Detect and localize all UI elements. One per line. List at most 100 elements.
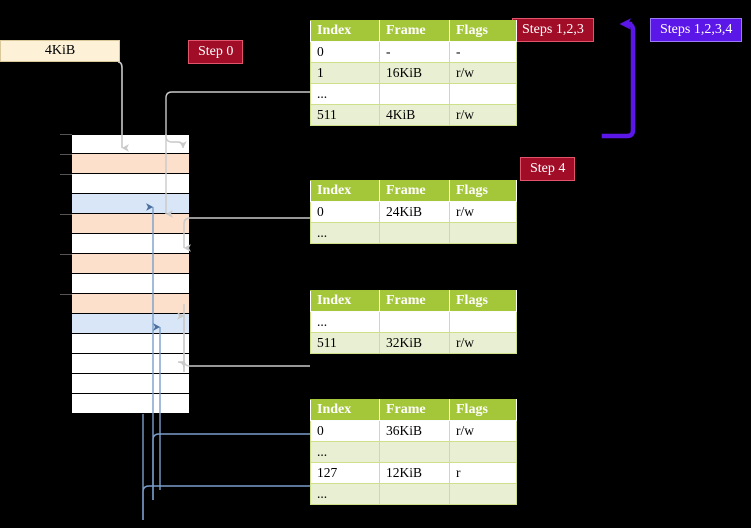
memory-frame — [71, 154, 190, 174]
cell-flags — [449, 483, 517, 505]
cell-flags — [449, 311, 517, 333]
table-row: ... — [310, 311, 517, 333]
cell-flags — [449, 441, 517, 463]
cell-index: ... — [310, 222, 380, 244]
table-row: ... — [310, 483, 517, 505]
memory-frame — [71, 354, 190, 374]
cell-frame — [379, 83, 450, 105]
table-row: ... — [310, 222, 517, 244]
size-label-box: 4KiB — [0, 40, 120, 62]
column-header-flags: Flags — [449, 20, 517, 42]
frame-tick — [60, 214, 72, 215]
physical-memory-column — [71, 134, 190, 414]
cell-flags: r/w — [449, 201, 517, 223]
column-header-frame: Frame — [379, 180, 450, 202]
column-header-index: Index — [310, 20, 380, 42]
memory-frame — [71, 134, 190, 154]
frame-tick — [60, 154, 72, 155]
column-header-frame: Frame — [379, 399, 450, 421]
cell-flags: r — [449, 462, 517, 484]
cell-flags — [449, 83, 517, 105]
frame-tick — [60, 174, 72, 175]
cell-flags: r/w — [449, 332, 517, 354]
column-header-frame: Frame — [379, 20, 450, 42]
memory-frame — [71, 374, 190, 394]
badge-steps-1-2-3-4: Steps 1,2,3,4 — [650, 18, 743, 42]
wire-purple-bracket — [601, 18, 636, 139]
memory-frame — [71, 194, 190, 214]
cell-flags: r/w — [449, 62, 517, 84]
cell-index: ... — [310, 483, 380, 505]
memory-frame — [71, 234, 190, 254]
cell-index: ... — [310, 311, 380, 333]
wire-blue-down-right — [142, 485, 310, 520]
cell-index: ... — [310, 83, 380, 105]
frame-tick — [60, 134, 72, 135]
column-header-flags: Flags — [449, 290, 517, 312]
cell-frame — [379, 222, 450, 244]
table-header-row: Index Frame Flags — [310, 290, 517, 312]
cell-frame: 24KiB — [379, 201, 450, 223]
column-header-flags: Flags — [449, 399, 517, 421]
cell-frame — [379, 441, 450, 463]
cell-frame: 16KiB — [379, 62, 450, 84]
memory-frame — [71, 274, 190, 294]
cell-flags: r/w — [449, 420, 517, 442]
cell-index: 0 — [310, 41, 380, 63]
cell-frame: 4KiB — [379, 104, 450, 126]
table-header-row: Index Frame Flags — [310, 180, 517, 202]
column-header-frame: Frame — [379, 290, 450, 312]
memory-frame — [71, 394, 190, 414]
cell-frame: 36KiB — [379, 420, 450, 442]
memory-frame — [71, 314, 190, 334]
table-row: ... — [310, 441, 517, 463]
cell-frame: 12KiB — [379, 462, 450, 484]
table-row: ... — [310, 83, 517, 105]
cell-frame: 32KiB — [379, 332, 450, 354]
column-header-index: Index — [310, 290, 380, 312]
column-header-index: Index — [310, 399, 380, 421]
wire-table2-inbound — [183, 359, 310, 372]
cell-index: 0 — [310, 420, 380, 442]
wire-blue-up-left — [152, 433, 310, 500]
table-header-row: Index Frame Flags — [310, 20, 517, 42]
cell-flags: r/w — [449, 104, 517, 126]
memory-frame — [71, 174, 190, 194]
cell-frame: - — [379, 41, 450, 63]
memory-frame — [71, 214, 190, 234]
table-row: 0-- — [310, 41, 517, 63]
cell-index: 0 — [310, 201, 380, 223]
cell-frame — [379, 311, 450, 333]
badge-steps-1-2-3: Steps 1,2,3 — [512, 18, 594, 42]
badge-step-4: Step 4 — [520, 157, 576, 181]
frame-tick — [60, 294, 72, 295]
cell-flags: - — [449, 41, 517, 63]
cell-index: 511 — [310, 104, 380, 126]
memory-frame — [71, 254, 190, 274]
cell-frame — [379, 483, 450, 505]
column-header-flags: Flags — [449, 180, 517, 202]
cell-index: 1 — [310, 62, 380, 84]
memory-frame — [71, 334, 190, 354]
size-label-text: 4KiB — [44, 43, 76, 58]
memory-frame — [71, 294, 190, 314]
cell-index: 127 — [310, 462, 380, 484]
cell-index: ... — [310, 441, 380, 463]
column-header-index: Index — [310, 180, 380, 202]
table-header-row: Index Frame Flags — [310, 399, 517, 421]
cell-flags — [449, 222, 517, 244]
